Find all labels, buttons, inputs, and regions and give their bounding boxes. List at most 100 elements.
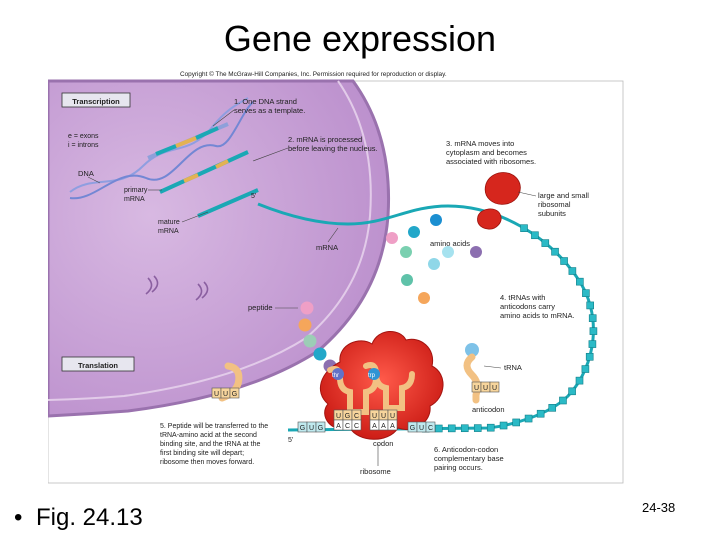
mrna-segment	[512, 418, 520, 427]
translation-box	[61, 356, 135, 372]
mrna-segment	[551, 247, 559, 256]
trna-label: tRNA	[504, 363, 522, 372]
svg-text:mature: mature	[158, 219, 180, 226]
svg-text:1. One DNA strand: 1. One DNA strand	[234, 97, 297, 106]
base-letter: U	[419, 425, 424, 432]
base-letter: U	[372, 413, 377, 420]
transcription-box	[61, 92, 131, 108]
svg-text:tRNA-amino acid at the second: tRNA-amino acid at the second	[160, 432, 257, 439]
caption-text: Fig. 24.13	[36, 504, 143, 531]
base-letter: C	[354, 423, 359, 430]
amino-acids-label: amino acids	[430, 239, 470, 248]
dna-helix	[69, 97, 254, 200]
step1-text: 1. One DNA strand serves as a template.	[234, 97, 305, 115]
transcription-label: Transcription	[72, 97, 120, 106]
anticodon-label: anticodon	[472, 405, 505, 414]
base-letter: U	[474, 385, 479, 392]
translation-label: Translation	[78, 361, 118, 370]
svg-text:primary: primary	[124, 187, 148, 194]
ribosomal-subunits	[477, 172, 521, 230]
codon-label: codon	[373, 439, 393, 448]
amino-acids	[386, 214, 482, 304]
svg-text:cytoplasm and becomes: cytoplasm and becomes	[446, 148, 527, 157]
figure-caption: •Fig. 24.13	[14, 504, 143, 532]
svg-text:associated with ribosomes.: associated with ribosomes.	[446, 157, 536, 166]
base-box	[425, 421, 436, 433]
mrna-segment	[585, 352, 594, 361]
base-letter: C	[354, 413, 359, 420]
svg-text:subunits: subunits	[538, 209, 566, 218]
ribosome-label: ribosome	[360, 467, 391, 476]
svg-text:binding site, and the tRNA at: binding site, and the tRNA at the	[160, 441, 261, 448]
step2-leader	[252, 147, 289, 162]
trna-leader	[483, 365, 502, 369]
peptide-chain	[298, 301, 337, 373]
mrna-segment	[568, 387, 576, 396]
mrna-segment	[541, 239, 550, 247]
mrna-segment	[560, 257, 568, 265]
copyright-notice: Copyright © The McGraw-Hill Companies, I…	[180, 70, 447, 78]
primary-mrna-label: primary mRNA	[124, 187, 148, 203]
slide-title: Gene expression	[223, 18, 497, 59]
svg-text:mRNA: mRNA	[158, 228, 179, 235]
dna-leader	[87, 176, 101, 184]
base-letter: G	[300, 425, 305, 432]
mrna-leader	[327, 227, 339, 243]
figure-svg: Copyright © The McGraw-Hill Companies, I…	[48, 70, 624, 484]
mature-mrna-strand	[197, 188, 259, 218]
mrna-segment	[460, 424, 469, 433]
step5-text: 5. Peptide will be transferred to the tR…	[160, 423, 268, 466]
five-prime-top: 5'	[251, 193, 256, 200]
trp-amino-acid	[368, 368, 380, 380]
ribosome-subunits-label: large and small ribosomal subunits	[538, 191, 589, 218]
mrna-segment	[576, 277, 584, 286]
svg-text:3. mRNA moves into: 3. mRNA moves into	[446, 139, 514, 148]
mature-mrna-label: mature mRNA	[158, 219, 180, 235]
mrna-segment	[575, 376, 584, 385]
base-letter: U	[309, 425, 314, 432]
thr-label: thr	[332, 373, 339, 379]
svg-text:6. Anticodon-codon: 6. Anticodon-codon	[434, 445, 498, 454]
mrna-segment	[486, 423, 495, 432]
mrna-segment	[520, 224, 528, 232]
primary-transcript	[147, 122, 229, 160]
base-letter: G	[232, 391, 237, 398]
thr-amino-acid	[332, 368, 344, 380]
base-letter: U	[223, 391, 228, 398]
base-letter: U	[336, 413, 341, 420]
mrna-segment	[499, 421, 508, 430]
svg-text:2. mRNA is processed: 2. mRNA is processed	[288, 135, 362, 144]
nuclear-pores	[145, 275, 209, 301]
nuclear-envelope-inner	[48, 80, 372, 401]
base-box	[387, 419, 398, 431]
mrna-segment	[524, 414, 533, 423]
svg-text:serves as a template.: serves as a template.	[234, 106, 305, 115]
base-letter: U	[483, 385, 488, 392]
svg-text:first binding site will depart: first binding site will depart;	[160, 450, 244, 457]
svg-text:large and small: large and small	[538, 191, 589, 200]
mrna-segment	[434, 424, 443, 433]
svg-text:ribosomal: ribosomal	[538, 200, 571, 209]
base-box	[315, 421, 326, 433]
svg-text:mRNA: mRNA	[124, 196, 145, 203]
mrna-segment	[447, 424, 456, 433]
mrna-segment	[588, 314, 597, 322]
base-letter: A	[372, 423, 377, 430]
base-box	[351, 419, 362, 431]
mrna-segment	[588, 340, 597, 348]
base-box	[489, 381, 500, 393]
dna-label: DNA	[78, 169, 94, 178]
base-letter: U	[390, 413, 395, 420]
mrna-segment	[536, 409, 545, 418]
step2-text: 2. mRNA is processed before leaving the …	[288, 135, 378, 153]
mrna-segment	[582, 289, 590, 297]
base-letter: A	[381, 423, 386, 430]
base-letter: U	[214, 391, 219, 398]
step3-text: 3. mRNA moves into cytoplasm and becomes…	[446, 139, 536, 166]
base-letter: C	[428, 425, 433, 432]
svg-text:complementary base: complementary base	[434, 454, 504, 463]
svg-text:ribosome then moves forward.: ribosome then moves forward.	[160, 459, 254, 466]
five-prime-bottom: 5'	[288, 437, 293, 444]
